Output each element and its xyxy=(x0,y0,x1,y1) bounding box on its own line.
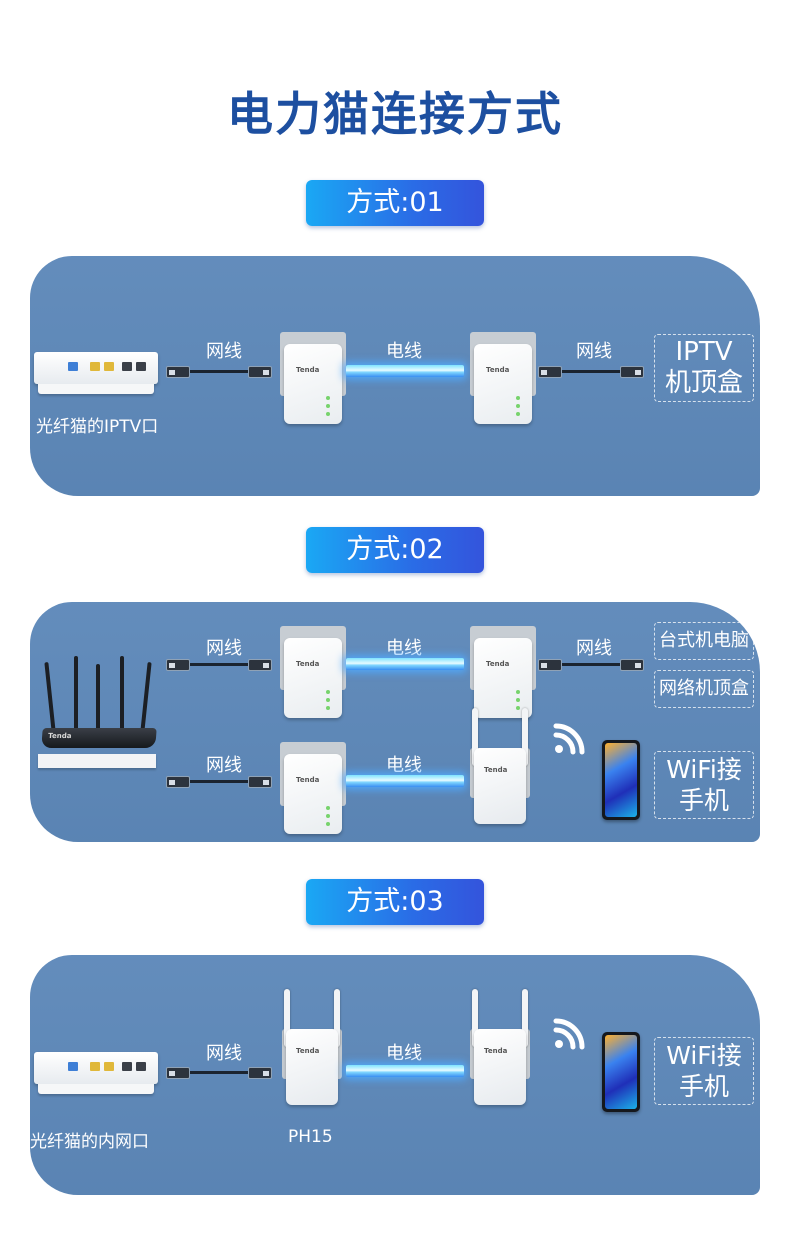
source-caption: 光纤猫的IPTV口 xyxy=(36,417,159,437)
wifi-signal-icon xyxy=(553,723,585,755)
source-caption: 光纤猫的内网口 xyxy=(30,1132,149,1152)
wifi-signal-icon xyxy=(553,1018,585,1050)
optical-modem-icon xyxy=(34,1052,158,1096)
cable-label-left: 网线 xyxy=(206,341,242,362)
ethernet-cable-icon xyxy=(166,1067,272,1079)
wifi-extender-icon: Tenda xyxy=(282,989,342,1105)
brand-logo: Tenda xyxy=(484,1047,508,1055)
power-line xyxy=(346,1065,464,1077)
brand-logo: Tenda xyxy=(296,776,320,784)
method-badge-01: 方式:01 xyxy=(306,180,484,226)
brand-logo: Tenda xyxy=(296,660,320,668)
brand-logo: Tenda xyxy=(484,766,508,774)
power-label: 电线 xyxy=(386,1043,422,1064)
method-badge-02: 方式:02 xyxy=(306,527,484,573)
power-label: 电线 xyxy=(386,755,422,776)
wifi-extender-icon: Tenda xyxy=(470,989,530,1105)
brand-logo: Tenda xyxy=(486,366,510,374)
cable-label-left: 网线 xyxy=(206,755,242,776)
cable-label-left: 网线 xyxy=(206,638,242,659)
method-panel-01: 光纤猫的IPTV口 网线 Tenda 电线 Tenda 网线 IPTV 机顶盒 xyxy=(30,256,760,496)
cable-label-left: 网线 xyxy=(206,1043,242,1064)
method-panel-03: 光纤猫的内网口 网线 Tenda PH15 电线 Tenda WiFi接 手机 xyxy=(30,955,760,1195)
target-line1: IPTV xyxy=(675,337,733,367)
power-line xyxy=(346,365,464,377)
power-label: 电线 xyxy=(386,638,422,659)
powerline-adapter-icon: Tenda xyxy=(470,626,536,722)
target-line1: WiFi接 xyxy=(666,755,742,784)
brand-logo: Tenda xyxy=(296,1047,320,1055)
page-title: 电力猫连接方式 xyxy=(227,87,563,141)
target-line2: 机顶盒 xyxy=(664,368,743,398)
powerline-adapter-icon: Tenda xyxy=(280,626,346,722)
target-line1: WiFi接 xyxy=(666,1041,742,1070)
ethernet-cable-icon xyxy=(166,366,272,378)
wifi-phone-target: WiFi接 手机 xyxy=(654,751,754,819)
brand-logo: Tenda xyxy=(47,732,72,740)
power-label: 电线 xyxy=(386,341,422,362)
brand-logo: Tenda xyxy=(296,366,320,374)
method-panel-02: Tenda 网线 Tenda 电线 Tenda 网线 台式机电脑 网络机顶盒 网… xyxy=(30,602,760,842)
power-line xyxy=(346,658,464,670)
ethernet-cable-icon xyxy=(166,776,272,788)
cable-label-right: 网线 xyxy=(576,638,612,659)
desktop-target: 台式机电脑 xyxy=(654,622,754,660)
settop-target: 网络机顶盒 xyxy=(654,670,754,708)
cable-label-right: 网线 xyxy=(576,341,612,362)
device-caption: PH15 xyxy=(288,1127,333,1147)
router-icon: Tenda xyxy=(36,656,158,778)
powerline-adapter-icon: Tenda xyxy=(280,332,346,428)
powerline-adapter-icon: Tenda xyxy=(470,332,536,428)
iptv-settop-box-target: IPTV 机顶盒 xyxy=(654,334,754,402)
ethernet-cable-icon xyxy=(538,366,644,378)
powerline-adapter-icon: Tenda xyxy=(280,742,346,838)
optical-modem-icon xyxy=(34,352,158,396)
method-badge-03: 方式:03 xyxy=(306,879,484,925)
target-line2: 手机 xyxy=(678,1072,729,1101)
wifi-extender-icon: Tenda xyxy=(470,708,530,824)
power-line xyxy=(346,775,464,787)
smartphone-icon xyxy=(602,740,640,820)
target-line2: 手机 xyxy=(678,786,729,815)
smartphone-icon xyxy=(602,1032,640,1112)
brand-logo: Tenda xyxy=(486,660,510,668)
wifi-phone-target: WiFi接 手机 xyxy=(654,1037,754,1105)
ethernet-cable-icon xyxy=(538,659,644,671)
ethernet-cable-icon xyxy=(166,659,272,671)
